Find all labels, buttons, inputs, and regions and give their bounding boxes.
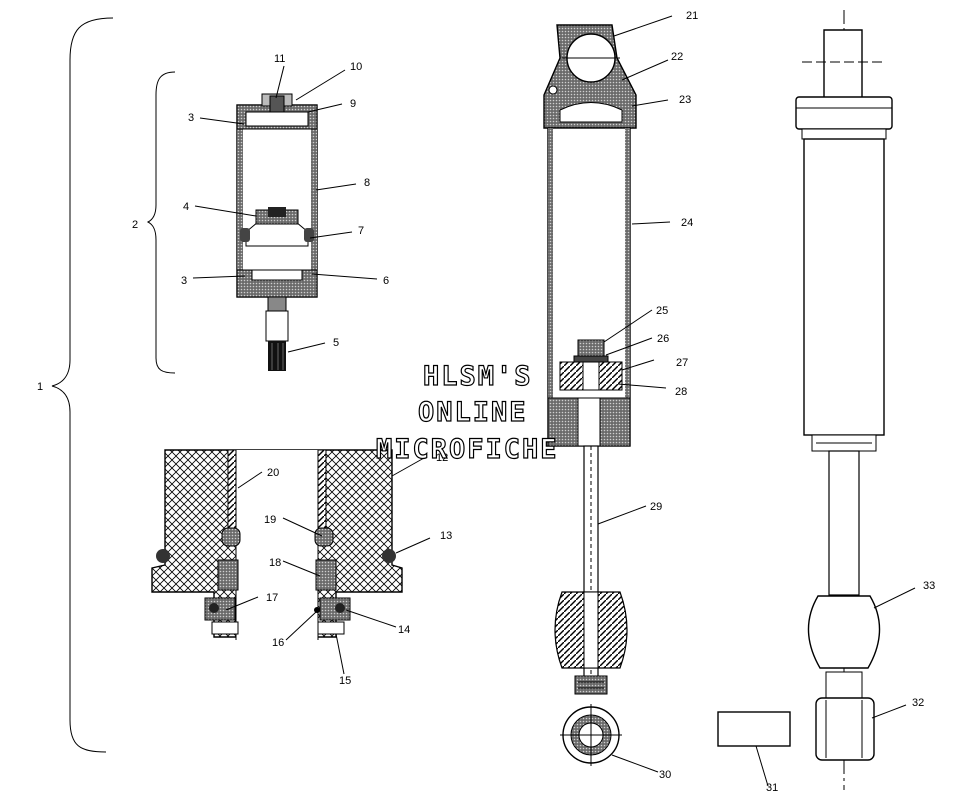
watermark-line-2: ONLINE bbox=[418, 397, 528, 428]
watermark-line-3: MICROFICHE bbox=[376, 434, 559, 465]
callout-16: 16 bbox=[272, 637, 284, 649]
reservoir-assembly bbox=[236, 93, 318, 371]
callout-24: 24 bbox=[681, 217, 693, 229]
callout-29: 29 bbox=[650, 501, 662, 513]
callout-31: 31 bbox=[766, 782, 778, 793]
callout-6: 6 bbox=[383, 275, 389, 287]
callout-17: 17 bbox=[266, 592, 278, 604]
leader-lines bbox=[192, 15, 916, 787]
shock-section-view bbox=[543, 24, 637, 766]
callout-1: 1 bbox=[37, 381, 43, 393]
callout-15: 15 bbox=[339, 675, 351, 687]
callout-25: 25 bbox=[656, 305, 668, 317]
callout-3-top: 3 bbox=[188, 112, 194, 124]
watermark-line-1: HLSM'S bbox=[423, 361, 533, 392]
callout-labels: 1 2 3 3 4 5 6 7 8 9 10 11 12 13 14 15 16… bbox=[37, 10, 935, 793]
callout-33: 33 bbox=[923, 580, 935, 592]
callout-10: 10 bbox=[350, 61, 362, 73]
callout-2: 2 bbox=[132, 219, 138, 231]
bracket-2 bbox=[146, 71, 176, 374]
callout-22: 22 bbox=[671, 51, 683, 63]
callout-20: 20 bbox=[267, 467, 279, 479]
callout-7: 7 bbox=[358, 225, 364, 237]
bracket-1 bbox=[51, 17, 114, 753]
callout-21: 21 bbox=[686, 10, 698, 22]
callout-11: 11 bbox=[274, 53, 285, 65]
callout-23: 23 bbox=[679, 94, 691, 106]
callout-14: 14 bbox=[398, 624, 410, 636]
callout-30: 30 bbox=[659, 769, 671, 781]
watermark: HLSM'S ONLINE MICROFICHE bbox=[375, 360, 559, 465]
callout-27: 27 bbox=[676, 357, 688, 369]
callout-28: 28 bbox=[675, 386, 687, 398]
callout-26: 26 bbox=[657, 333, 669, 345]
callout-12: 12 bbox=[436, 452, 448, 464]
callout-19: 19 bbox=[264, 514, 276, 526]
callout-18: 18 bbox=[269, 557, 281, 569]
bushing-31 bbox=[717, 711, 791, 747]
callout-5: 5 bbox=[333, 337, 339, 349]
callout-9: 9 bbox=[350, 98, 356, 110]
callout-13: 13 bbox=[440, 530, 452, 542]
shock-exterior-view bbox=[795, 10, 893, 790]
seal-head-assembly bbox=[151, 449, 403, 640]
callout-8: 8 bbox=[364, 177, 370, 189]
callout-32: 32 bbox=[912, 697, 924, 709]
callout-4: 4 bbox=[183, 201, 189, 213]
callout-3-bottom: 3 bbox=[181, 275, 187, 287]
